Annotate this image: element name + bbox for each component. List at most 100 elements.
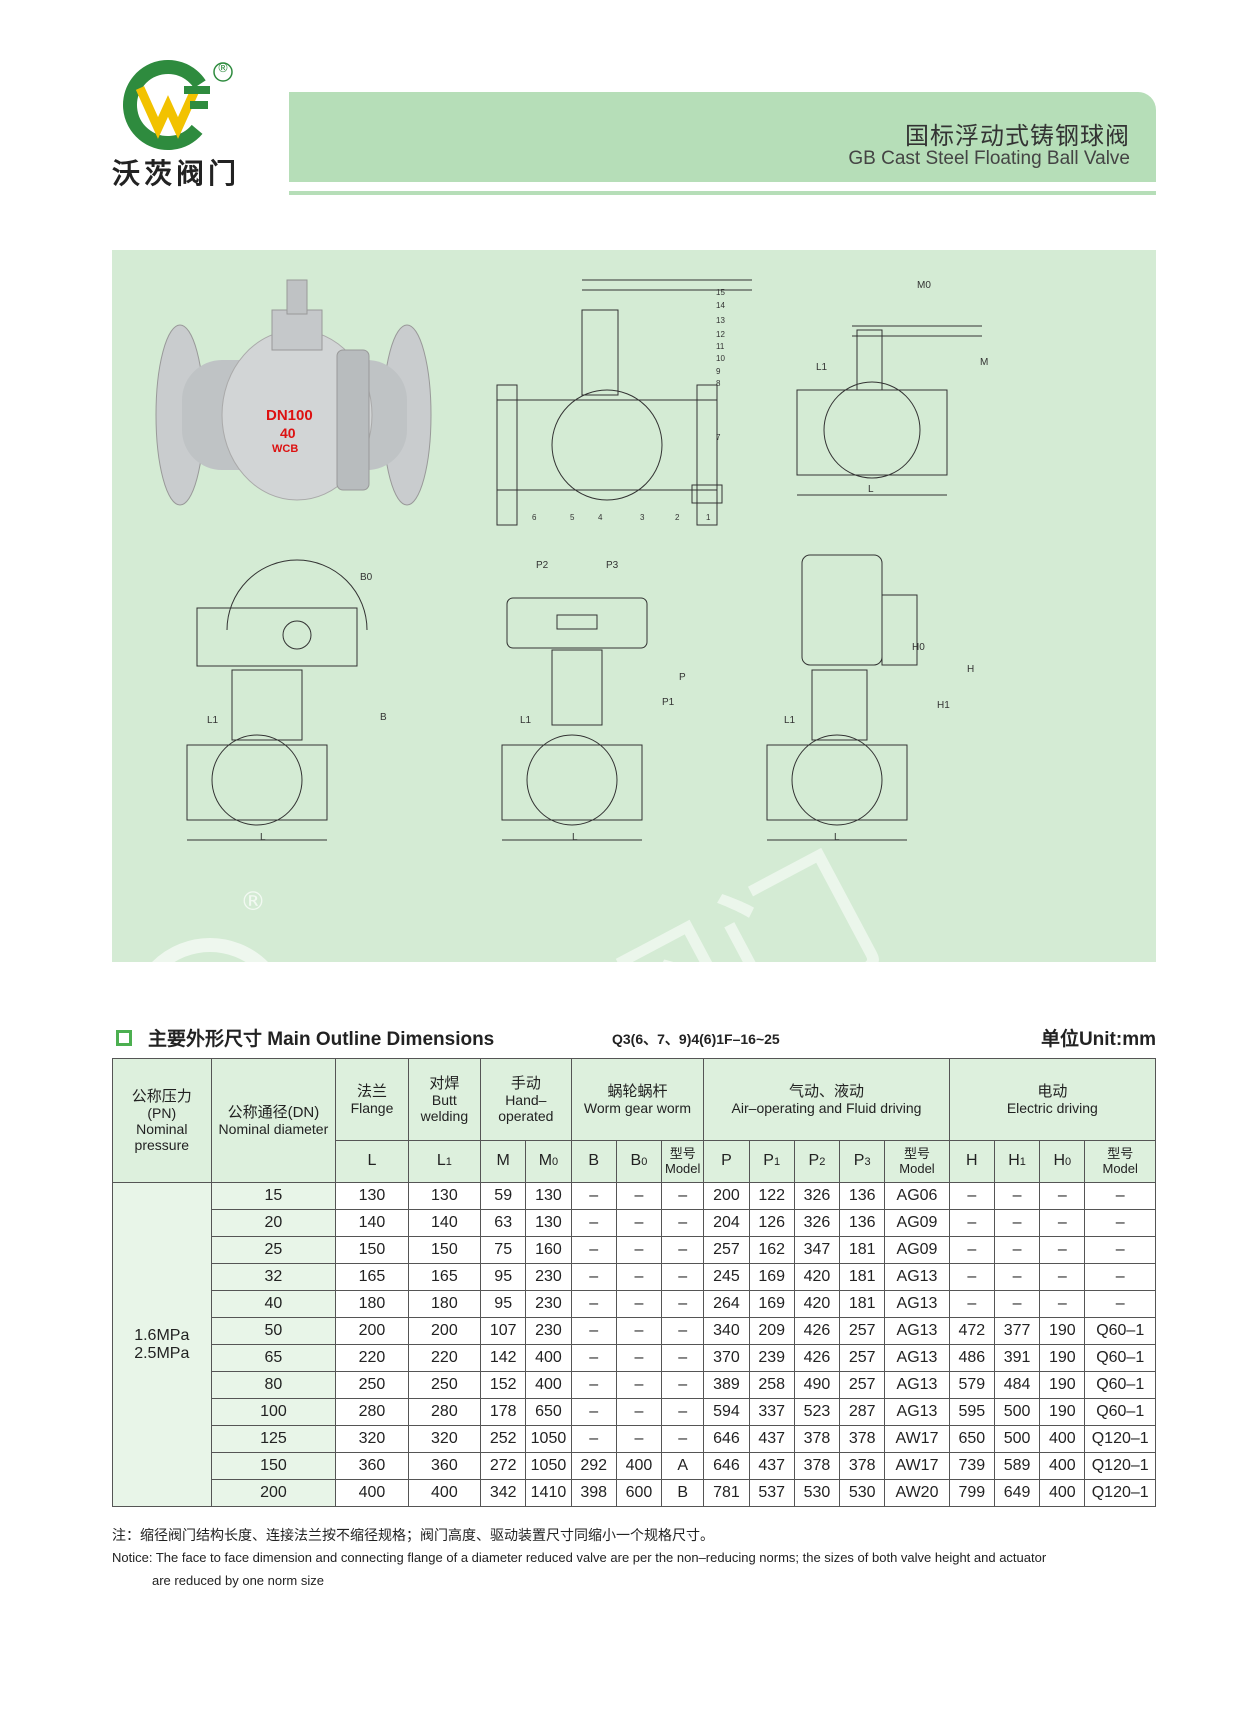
col-B0: B0 [615, 1140, 663, 1183]
part-7: 7 [716, 433, 721, 442]
table-cell: 400 [525, 1371, 572, 1399]
table-cell: AG13 [884, 1344, 950, 1372]
table-cell: AG13 [884, 1371, 950, 1399]
table-cell: 63 [480, 1209, 527, 1237]
dn-cell: 200 [210, 1479, 337, 1507]
table-cell: 600 [615, 1479, 663, 1507]
table-cell: – [570, 1317, 617, 1345]
dim-label-p1: P1 [662, 697, 675, 708]
header-worm: 蜗轮蜗杆 Worm gear worm [570, 1058, 705, 1141]
table-cell: 59 [480, 1182, 527, 1210]
table-cell: – [615, 1371, 663, 1399]
part-13: 13 [716, 316, 725, 325]
dn-cell: 20 [210, 1209, 337, 1237]
table-cell: – [1039, 1290, 1086, 1318]
table-cell: AG13 [884, 1398, 950, 1426]
table-cell: – [615, 1398, 663, 1426]
dim-label-h: H [967, 664, 974, 675]
dn-cell: 32 [210, 1263, 337, 1291]
header-electric: 电动 Electric driving [948, 1058, 1157, 1141]
part-5: 5 [570, 513, 575, 522]
table-cell: – [948, 1236, 995, 1264]
table-cell: 169 [748, 1290, 795, 1318]
table-cell: 523 [793, 1398, 841, 1426]
dim-label-l-c: L [572, 832, 578, 843]
table-cell: 1050 [525, 1452, 572, 1480]
table-cell: 107 [480, 1317, 527, 1345]
table-cell: 389 [703, 1371, 750, 1399]
registered-mark: ® [217, 61, 229, 75]
col-M: M [480, 1140, 527, 1183]
table-cell: 257 [839, 1344, 886, 1372]
logo-mark [123, 60, 233, 150]
table-cell: – [615, 1236, 663, 1264]
unit-label: 单位Unit:mm [1040, 1029, 1156, 1050]
table-cell: AG13 [884, 1290, 950, 1318]
table-cell: – [661, 1263, 705, 1291]
table-cell: 400 [525, 1344, 572, 1372]
table-cell: 378 [793, 1452, 841, 1480]
col-L1: L1 [407, 1140, 482, 1183]
table-cell: – [1039, 1263, 1086, 1291]
table-cell: – [1084, 1182, 1156, 1210]
table-cell: 136 [839, 1209, 886, 1237]
col-P1: P1 [748, 1140, 795, 1183]
table-cell: 230 [525, 1290, 572, 1318]
table-cell: 152 [480, 1371, 527, 1399]
dimensions-section-header: 主要外形尺寸 Main Outline Dimensions Q3(6、7、9)… [112, 1024, 1156, 1054]
table-cell: – [570, 1236, 617, 1264]
part-4: 4 [598, 513, 603, 522]
table-cell: 646 [703, 1425, 750, 1453]
col-M0: M0 [525, 1140, 572, 1183]
section-view-hand [496, 279, 752, 526]
table-cell: 181 [839, 1290, 886, 1318]
table-cell: 75 [480, 1236, 527, 1264]
table-cell: 398 [570, 1479, 617, 1507]
table-cell: 264 [703, 1290, 750, 1318]
table-cell: 190 [1039, 1344, 1086, 1372]
header-flange: 法兰 Flange [335, 1058, 409, 1141]
table-cell: – [661, 1182, 705, 1210]
table-cell: 204 [703, 1209, 750, 1237]
table-cell: 130 [407, 1182, 482, 1210]
table-cell: 400 [1039, 1479, 1086, 1507]
table-cell: 370 [703, 1344, 750, 1372]
table-cell: AG13 [884, 1263, 950, 1291]
table-cell: 292 [570, 1452, 617, 1480]
table-cell: – [1084, 1263, 1156, 1291]
table-cell: – [1084, 1209, 1156, 1237]
part-9: 9 [716, 367, 721, 376]
table-cell: – [661, 1290, 705, 1318]
col-B: B [570, 1140, 617, 1183]
table-cell: 142 [480, 1344, 527, 1372]
table-cell: – [661, 1398, 705, 1426]
dim-label-l1-d: L1 [784, 715, 796, 726]
col-L: L [335, 1140, 409, 1183]
brand-logo: ® [110, 60, 270, 190]
part-11: 11 [716, 342, 725, 351]
table-cell: 400 [1039, 1425, 1086, 1453]
col-H: H [948, 1140, 995, 1183]
table-cell: 181 [839, 1263, 886, 1291]
table-cell: 437 [748, 1425, 795, 1453]
dim-label-p: P [679, 672, 686, 683]
col-H1: H1 [993, 1140, 1041, 1183]
dim-label-l-b: L [260, 832, 266, 843]
dim-label-l-d: L [834, 832, 840, 843]
part-12: 12 [716, 330, 725, 339]
table-cell: – [993, 1263, 1041, 1291]
table-cell: Q120–1 [1084, 1479, 1156, 1507]
table-cell: 650 [948, 1425, 995, 1453]
dn-cell: 80 [210, 1371, 337, 1399]
part-8: 8 [716, 379, 721, 388]
table-cell: 579 [948, 1371, 995, 1399]
dn-cell: 25 [210, 1236, 337, 1264]
pressure-value: 2.5MPa [134, 1344, 190, 1362]
dn-cell: 100 [210, 1398, 337, 1426]
